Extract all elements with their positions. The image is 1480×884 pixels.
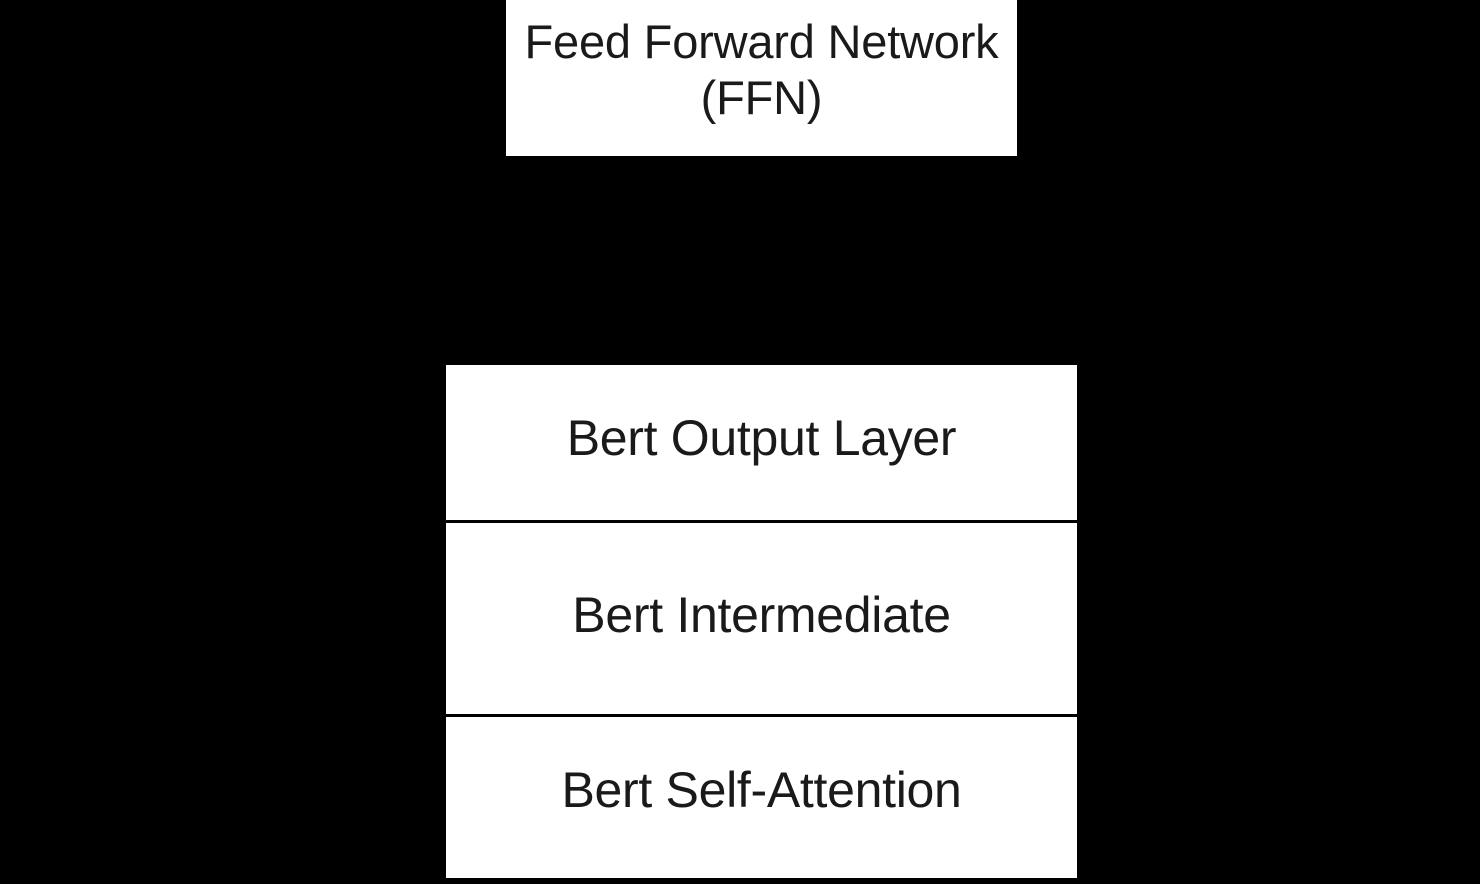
node-bert-output-layer-label: Bert Output Layer — [566, 410, 957, 466]
node-bert-output-layer[interactable]: Bert Output Layer — [446, 365, 1077, 520]
node-bert-self-attention-label: Bert Self-Attention — [561, 762, 962, 818]
node-bert-self-attention[interactable]: Bert Self-Attention — [446, 717, 1077, 872]
node-bert-intermediate[interactable]: Bert Intermediate — [446, 520, 1077, 717]
node-feed-forward-network[interactable]: Feed Forward Network (FFN) — [503, 0, 1020, 159]
node-feed-forward-network-label: Feed Forward Network (FFN) — [524, 15, 999, 124]
node-bert-intermediate-label: Bert Intermediate — [572, 587, 951, 643]
bert-layer-stack: Bert Output Layer Bert Intermediate Bert… — [443, 362, 1080, 881]
